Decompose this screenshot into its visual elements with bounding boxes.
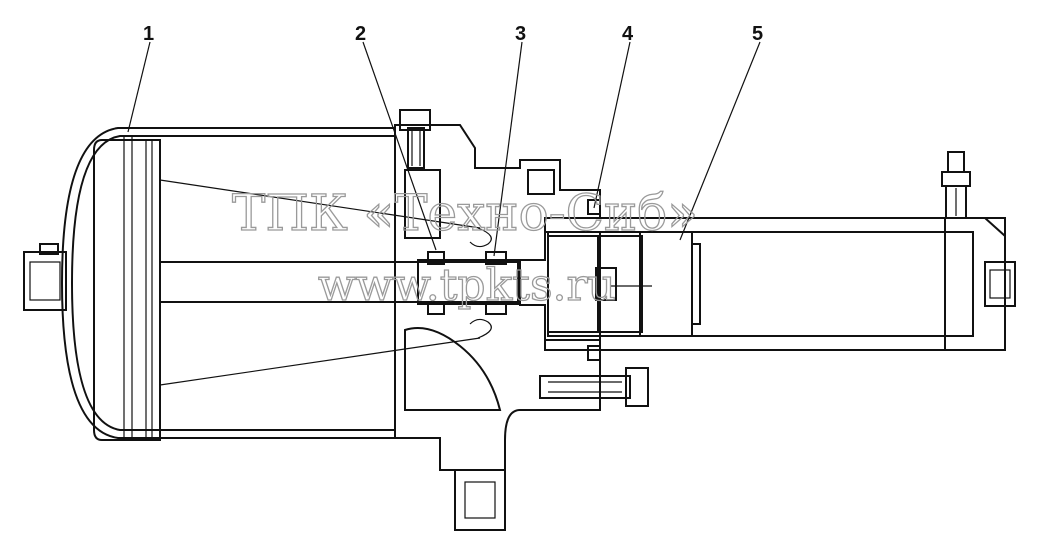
bleeder-valve <box>941 151 971 219</box>
watermark-company: ТПК «Техно-Сиб» <box>232 184 698 242</box>
callout-2: 2 <box>355 23 366 45</box>
callout-1: 1 <box>143 23 154 45</box>
chamber-housing <box>60 127 396 439</box>
watermark-url: www.tpkts.ru <box>318 260 616 311</box>
hydraulic-piston <box>547 199 701 361</box>
callout-4: 4 <box>622 23 634 45</box>
inlet-port-fitting <box>23 243 67 311</box>
flange-bolt-top <box>399 109 431 169</box>
diaphragm-piston <box>93 136 161 441</box>
mounting-flange <box>394 124 601 531</box>
leader-lines <box>127 41 761 257</box>
return-spring <box>159 179 492 386</box>
breather-cap <box>527 169 555 195</box>
flange-bolt-bottom <box>539 367 649 407</box>
callout-5: 5 <box>752 23 763 45</box>
callout-3: 3 <box>515 23 526 45</box>
